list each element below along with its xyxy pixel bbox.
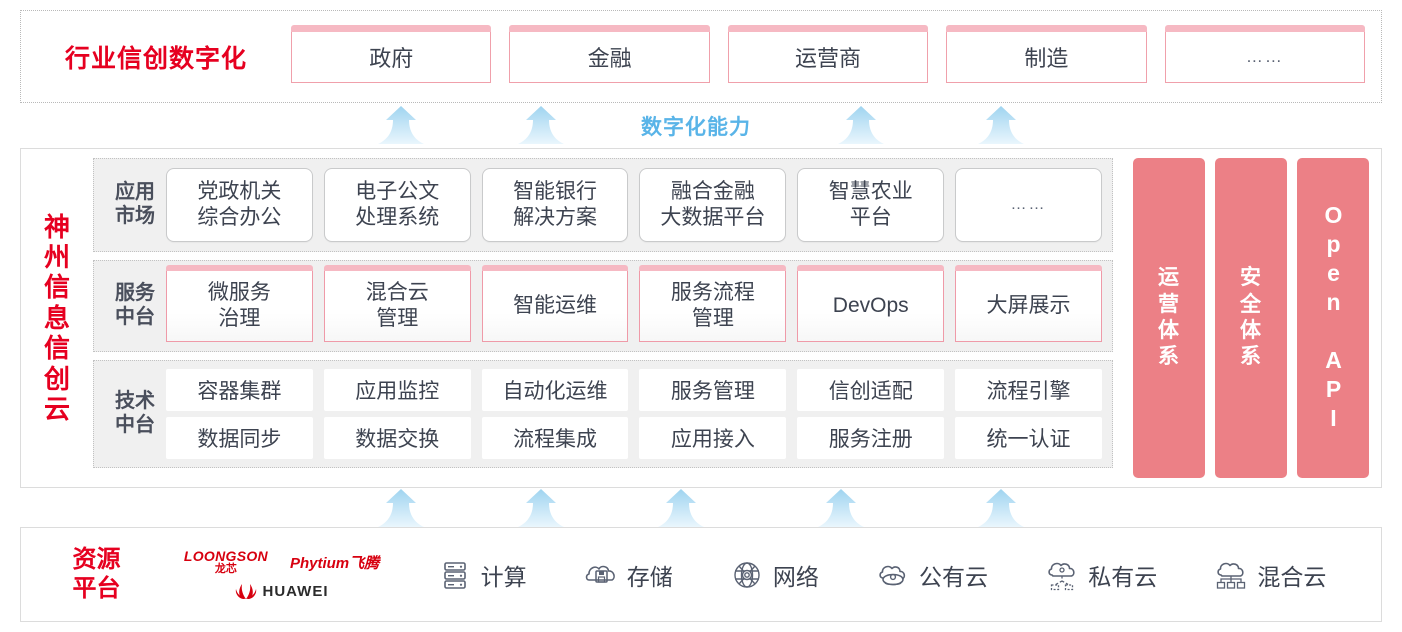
- app-market-row-label: 应用 市场: [115, 181, 155, 227]
- industry-box-government[interactable]: 政府: [291, 24, 492, 83]
- tech-cell-process-integration[interactable]: 流程集成: [481, 417, 629, 459]
- tech-cell-service-registry[interactable]: 服务注册: [797, 417, 945, 459]
- cloud-title-char: 信: [43, 272, 70, 303]
- resource-item-storage[interactable]: 存储: [584, 558, 673, 592]
- tech-cell-data-sync[interactable]: 数据同步: [166, 417, 313, 459]
- tech-platform-row-label: 技术 中台: [115, 390, 155, 436]
- up-arrow-icon: [658, 489, 704, 527]
- resource-item-public-cloud[interactable]: 公有云: [876, 558, 988, 592]
- resource-item-list: 计算 存储: [409, 558, 1381, 592]
- server-icon: [443, 561, 466, 589]
- tech-cell-xinchuang-adaptation[interactable]: 信创适配: [797, 369, 945, 411]
- cloud-title-char: 神: [43, 211, 70, 242]
- phytium-logo: Phytium飞腾: [289, 554, 380, 572]
- tech-cell-service-management[interactable]: 服务管理: [639, 369, 787, 411]
- huawei-logo: HUAWEI: [235, 582, 329, 600]
- resource-arrow-row: [0, 489, 1402, 527]
- app-cell-more[interactable]: ……: [955, 168, 1102, 242]
- cloud-storage-icon: [585, 565, 615, 583]
- app-cell-smart-agriculture[interactable]: 智慧农业平台: [797, 168, 945, 242]
- network-icon: [734, 561, 760, 588]
- resource-item-compute[interactable]: 计算: [438, 558, 527, 592]
- public-cloud-icon: [879, 565, 906, 585]
- tech-cell-row-1: 容器集群 应用监控 自动化运维 服务管理 信创适配 流程引擎: [166, 369, 1102, 411]
- pillar-operations-system[interactable]: 运营体系: [1133, 158, 1205, 478]
- service-platform-row-label: 服务 中台: [115, 282, 155, 328]
- tech-cell-app-access[interactable]: 应用接入: [639, 417, 787, 459]
- industry-box-more[interactable]: ……: [1164, 24, 1366, 83]
- tech-platform-row: 技术 中台 容器集群 应用监控 自动化运维 服务管理 信创适配 流程引擎 数据同…: [93, 360, 1113, 468]
- up-arrow-icon: [518, 106, 564, 144]
- industry-band: 行业信创数字化 政府 金融 运营商 制造 ……: [20, 10, 1382, 103]
- tech-cell-grid: 容器集群 应用监控 自动化运维 服务管理 信创适配 流程引擎 数据同步 数据交换…: [166, 369, 1102, 459]
- industry-box-label: 制造: [1024, 45, 1069, 71]
- industry-box-label: 金融: [587, 45, 632, 71]
- industry-box-manufacturing[interactable]: 制造: [946, 24, 1148, 83]
- tech-cell-data-exchange[interactable]: 数据交换: [323, 417, 471, 459]
- service-cell-big-screen-display[interactable]: 大屏展示: [955, 265, 1102, 342]
- resource-item-network[interactable]: 网络: [730, 558, 819, 592]
- vendor-logo-list: LOONGSON 龙芯 Phytium飞腾 HUAWEI: [154, 549, 409, 600]
- tech-cell-automated-ops[interactable]: 自动化运维: [481, 369, 629, 411]
- tech-cell-unified-auth[interactable]: 统一认证: [955, 417, 1102, 459]
- hybrid-cloud-icon: [1217, 562, 1246, 589]
- cloud-title-char: 信: [43, 333, 70, 364]
- pillar-open-api[interactable]: Open API: [1297, 158, 1369, 478]
- cloud-title-char: 云: [43, 394, 70, 425]
- cloud-title-char: 州: [43, 241, 70, 272]
- service-cell-devops[interactable]: DevOps: [797, 265, 945, 342]
- app-cell-edoc-system[interactable]: 电子公文处理系统: [323, 168, 471, 242]
- industry-box-operator[interactable]: 运营商: [727, 24, 929, 83]
- up-arrow-icon: [378, 106, 424, 144]
- loongson-logo: LOONGSON 龙芯: [183, 548, 268, 575]
- app-market-cell-list: 党政机关综合办公 电子公文处理系统 智能银行解决方案 融合金融大数据平台 智慧农…: [166, 168, 1102, 242]
- app-cell-party-office[interactable]: 党政机关综合办公: [166, 168, 313, 242]
- industry-band-title: 行业信创数字化: [64, 44, 247, 73]
- tech-cell-app-monitoring[interactable]: 应用监控: [323, 369, 471, 411]
- cloud-title-char: 息: [43, 302, 70, 333]
- industry-box-label: 运营商: [795, 45, 862, 71]
- pillar-security-system[interactable]: 安全体系: [1215, 158, 1287, 478]
- app-cell-smart-bank[interactable]: 智能银行解决方案: [481, 168, 629, 242]
- tech-cell-container-cluster[interactable]: 容器集群: [166, 369, 313, 411]
- resource-platform-panel: 资源 平台 LOONGSON 龙芯 Phytium飞腾: [20, 527, 1382, 622]
- service-cell-microservice-governance[interactable]: 微服务治理: [166, 265, 313, 342]
- app-cell-fintech-bigdata[interactable]: 融合金融大数据平台: [639, 168, 787, 242]
- tech-cell-process-engine[interactable]: 流程引擎: [955, 369, 1102, 411]
- resource-item-hybrid-cloud[interactable]: 混合云: [1214, 558, 1326, 592]
- up-arrow-icon: [978, 489, 1024, 527]
- industry-box-finance[interactable]: 金融: [509, 24, 711, 83]
- service-cell-hybrid-cloud-management[interactable]: 混合云管理: [323, 265, 471, 342]
- tech-cell-row-2: 数据同步 数据交换 流程集成 应用接入 服务注册 统一认证: [166, 417, 1102, 459]
- app-market-row: 应用 市场 党政机关综合办公 电子公文处理系统 智能银行解决方案 融合金融大数据…: [93, 158, 1113, 252]
- industry-box-list: 政府 金融 运营商 制造 ……: [291, 11, 1381, 102]
- up-arrow-icon: [978, 106, 1024, 144]
- up-arrow-icon: [838, 106, 884, 144]
- cloud-platform-body: 应用 市场 党政机关综合办公 电子公文处理系统 智能银行解决方案 融合金融大数据…: [93, 149, 1381, 487]
- service-cell-service-process-management[interactable]: 服务流程管理: [639, 265, 787, 342]
- pillar-list: 运营体系 安全体系 Open API: [1133, 158, 1369, 478]
- up-arrow-icon: [818, 489, 864, 527]
- capability-label: 数字化能力: [641, 116, 751, 139]
- up-arrow-icon: [518, 489, 564, 527]
- industry-box-label: 政府: [369, 45, 414, 71]
- huawei-flower-icon: [235, 584, 256, 599]
- capability-arrow-row: 数字化能力: [0, 106, 1402, 144]
- private-cloud-icon: [1048, 562, 1075, 590]
- service-platform-row: 服务 中台 微服务治理 混合云管理 智能运维 服务流程管理 DevOps 大屏展…: [93, 260, 1113, 352]
- service-cell-intelligent-ops[interactable]: 智能运维: [481, 265, 629, 342]
- cloud-platform-panel: 神 州 信 息 信 创 云 应用 市场 党政机关综合办公 电子公文处理系统 智能…: [20, 148, 1382, 488]
- cloud-platform-title: 神 州 信 息 信 创 云: [21, 149, 93, 487]
- resource-platform-title: 资源 平台: [72, 545, 121, 602]
- resource-item-private-cloud[interactable]: 私有云: [1045, 558, 1157, 592]
- industry-box-label: ……: [1245, 46, 1284, 66]
- up-arrow-icon: [378, 489, 424, 527]
- cloud-title-char: 创: [43, 363, 70, 394]
- service-cell-list: 微服务治理 混合云管理 智能运维 服务流程管理 DevOps 大屏展示: [166, 265, 1102, 342]
